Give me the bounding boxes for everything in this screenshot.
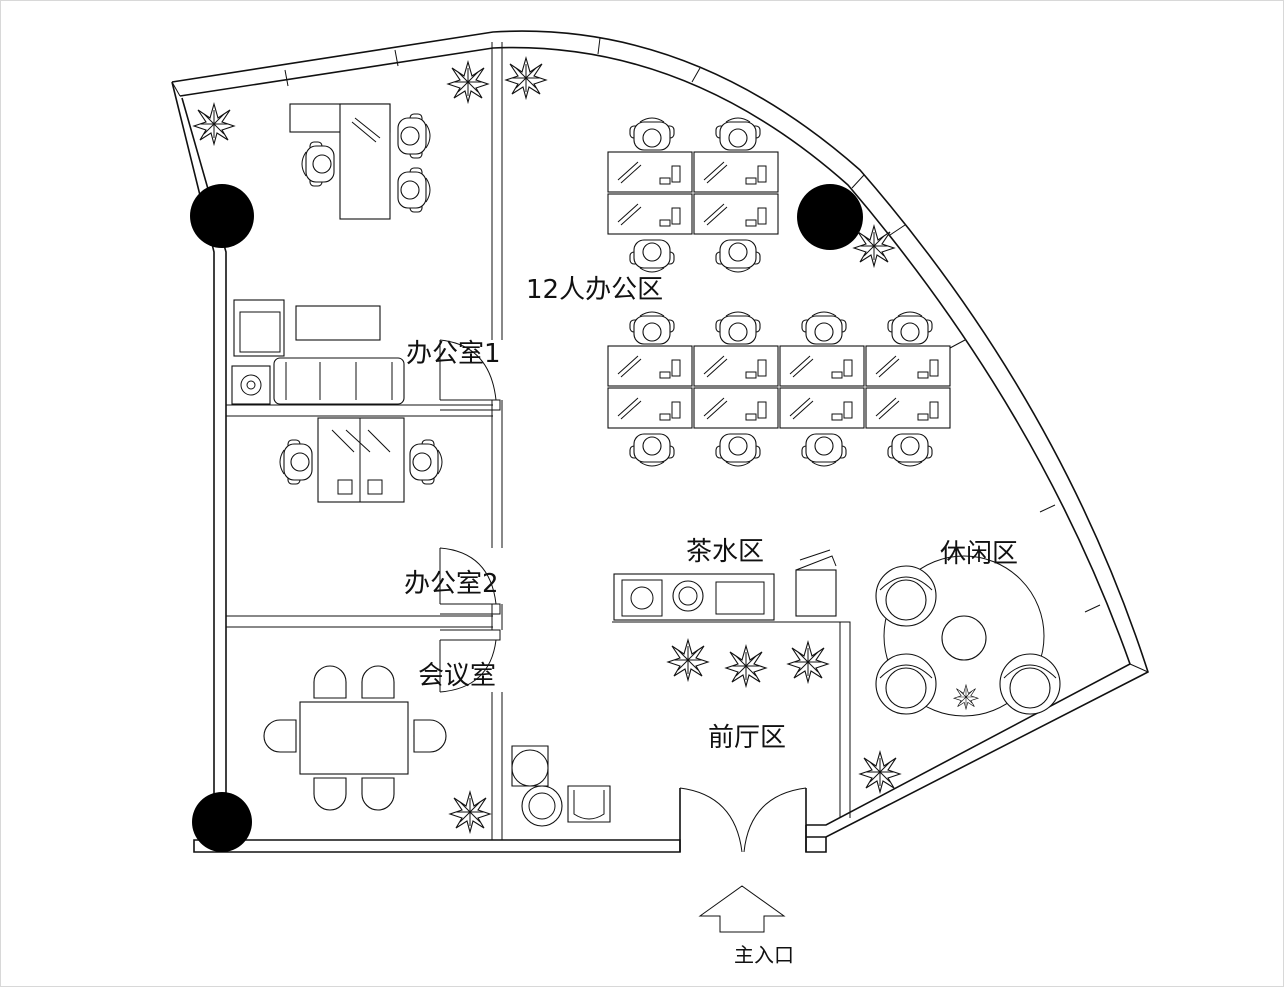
label-main-entrance: 主入口 bbox=[734, 943, 794, 967]
lounge-furniture bbox=[875, 555, 1061, 717]
office-2-furniture bbox=[279, 417, 443, 503]
label-lounge: 休闲区 bbox=[940, 539, 1018, 569]
label-office-1: 办公室1 bbox=[406, 339, 501, 369]
label-lobby: 前厅区 bbox=[708, 723, 786, 753]
lobby-seating bbox=[511, 745, 611, 827]
room-labels: 12人办公区 办公室1 办公室2 会议室 茶水区 休闲区 前厅区 主入口 bbox=[404, 275, 1018, 967]
outer-walls bbox=[171, 30, 1149, 853]
office-1-furniture bbox=[231, 103, 431, 405]
entrance-arrow bbox=[698, 885, 786, 933]
label-open-office: 12人办公区 bbox=[526, 275, 663, 305]
label-meeting-room: 会议室 bbox=[418, 661, 496, 691]
meeting-room-furniture bbox=[263, 665, 447, 811]
partitions bbox=[226, 37, 1101, 853]
label-office-2: 办公室2 bbox=[404, 569, 499, 599]
tea-area-counter bbox=[613, 549, 837, 621]
columns bbox=[190, 184, 863, 852]
label-tea-area: 茶水区 bbox=[686, 537, 764, 567]
